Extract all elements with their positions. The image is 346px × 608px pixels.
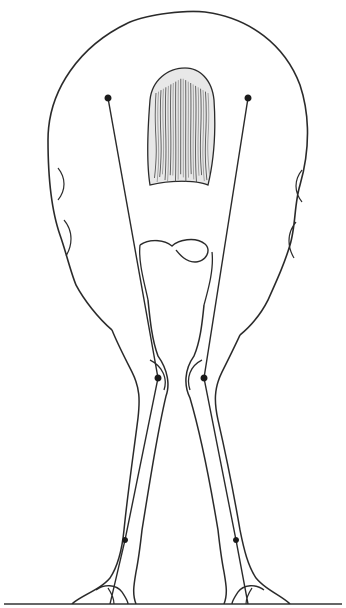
right-inner-thigh [204,252,212,305]
right-point-of-buttock-marker [245,95,252,102]
right-fetlock-marker [233,537,239,543]
tail [148,68,215,185]
buttock-inner-contour [140,240,208,262]
left-flank-detail [58,168,64,200]
tail-hair-strand [191,83,192,174]
right-hind-leg [186,305,290,604]
left-hock-marker [155,375,162,382]
left-hind-leg [72,300,168,604]
left-inner-thigh [140,245,148,300]
right-stifle-detail [289,222,296,258]
left-point-of-buttock-marker [105,95,112,102]
right-plumb-line-pastern [236,540,248,604]
right-plumb-line-lower [204,378,236,540]
right-hock-marker [201,375,208,382]
tail-hair-strand [173,83,174,176]
left-fetlock-marker [122,537,128,543]
